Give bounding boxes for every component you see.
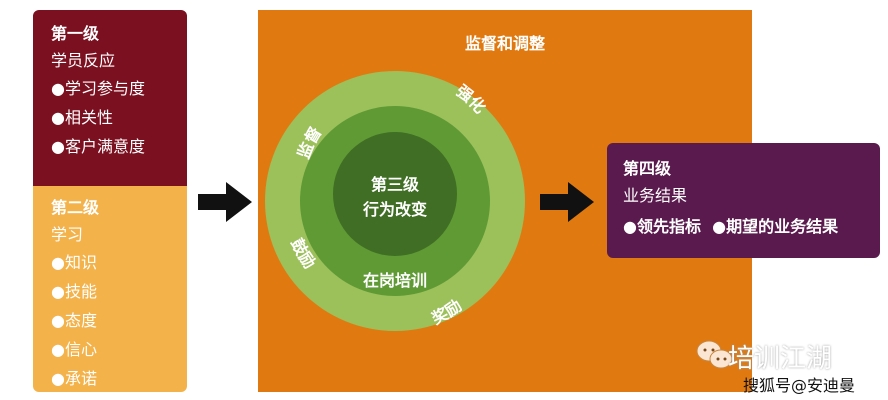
list-item: ●领先指标 bbox=[623, 217, 701, 236]
core-line2: 行为改变 bbox=[362, 200, 427, 219]
panel-title: 监督和调整 bbox=[464, 34, 545, 53]
list-item: ●相关性 bbox=[51, 108, 113, 127]
core-line1: 第三级 bbox=[371, 175, 420, 194]
list-item: ●学习参与度 bbox=[51, 79, 145, 98]
level1-title: 第一级 bbox=[51, 24, 100, 43]
arrow-right-icon bbox=[198, 182, 252, 222]
level1-subtitle: 学员反应 bbox=[51, 51, 116, 70]
list-item: ●承诺 bbox=[51, 369, 97, 388]
watermark-source: 搜狐号@安迪曼 bbox=[743, 376, 856, 395]
list-item: ●客户满意度 bbox=[51, 137, 145, 156]
watermark-brand: 培训江湖 bbox=[728, 344, 833, 374]
arrow-right-icon bbox=[540, 182, 594, 222]
list-item: ●技能 bbox=[51, 282, 97, 301]
level2-title: 第二级 bbox=[51, 198, 100, 217]
level4-subtitle: 业务结果 bbox=[623, 186, 688, 205]
middle-label: 在岗培训 bbox=[363, 271, 427, 290]
level1-box: 第一级 学员反应 ●学习参与度 ●相关性 ●客户满意度 bbox=[33, 10, 187, 186]
wechat-icon bbox=[696, 340, 733, 369]
list-item: ●知识 bbox=[51, 253, 97, 272]
level4-box: 第四级 业务结果 ●领先指标 ●期望的业务结果 bbox=[607, 143, 880, 258]
list-item: ●期望的业务结果 bbox=[712, 217, 839, 236]
inner-circle bbox=[333, 132, 457, 256]
behavior-rings: 第三级 行为改变 在岗培训 监督 强化 鼓励 奖励 bbox=[265, 71, 525, 331]
list-item: ●态度 bbox=[51, 311, 97, 330]
level4-title: 第四级 bbox=[623, 159, 672, 178]
level2-subtitle: 学习 bbox=[51, 225, 84, 244]
list-item: ●信心 bbox=[51, 340, 97, 359]
level2-box: 第二级 学习 ●知识 ●技能 ●态度 ●信心 ●承诺 bbox=[33, 186, 187, 392]
